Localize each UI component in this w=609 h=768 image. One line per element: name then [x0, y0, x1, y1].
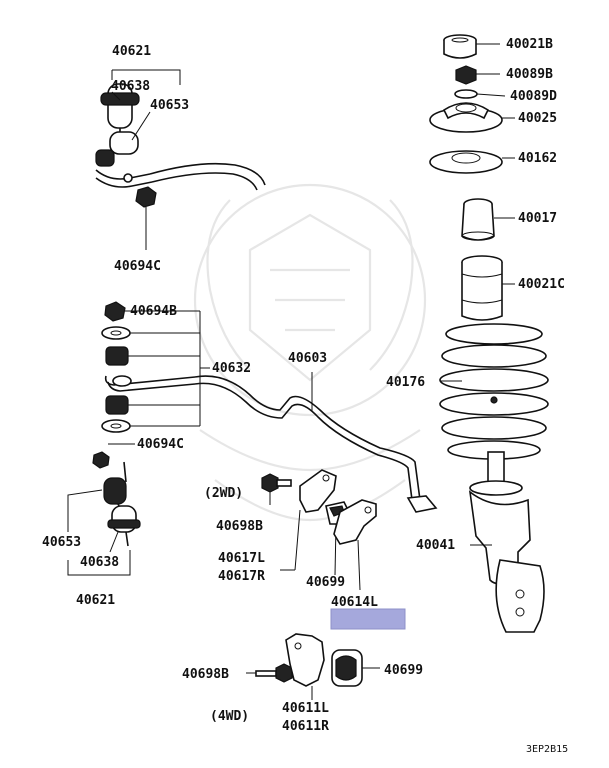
label-40638-top: 40638 — [111, 79, 150, 94]
label-40698b-top: 40698B — [216, 519, 263, 534]
label-40017: 40017 — [518, 211, 557, 226]
label-40653-bot: 40653 — [42, 535, 81, 550]
watermark-emblem — [193, 183, 427, 522]
stabilizer-link-upper-assembly — [95, 83, 266, 191]
strut-40041 — [468, 451, 545, 633]
label-40617r: 40617R — [218, 569, 265, 584]
label-40021c: 40021C — [518, 277, 565, 292]
bracket-40611 — [285, 633, 325, 700]
nut-40694b — [104, 301, 126, 322]
boot-40021c — [461, 255, 515, 321]
highlight-box — [330, 608, 406, 630]
label-40632: 40632 — [212, 361, 251, 376]
label-40653-top: 40653 — [150, 98, 189, 113]
bushing-upper — [105, 346, 129, 366]
nut-40694c-lower — [92, 451, 110, 469]
label-40603: 40603 — [288, 351, 327, 366]
label-40617l: 40617L — [218, 551, 265, 566]
washer-40089d — [454, 89, 506, 99]
stabilizer-link-lower-assembly — [103, 461, 141, 547]
label-40089d: 40089D — [510, 89, 557, 104]
label-40698b-bot: 40698B — [182, 667, 229, 682]
bumper-40017 — [461, 198, 515, 241]
label-2wd: (2WD) — [204, 486, 243, 501]
label-40699-bot: 40699 — [384, 663, 423, 678]
label-40614l: 40614L — [331, 595, 378, 610]
bracket-40617 — [280, 469, 337, 571]
leader-40638-top — [111, 91, 121, 101]
stabilizer-bar-40603 — [194, 375, 438, 513]
label-4wd: (4WD) — [210, 709, 249, 724]
leader-40638-bot — [109, 531, 119, 553]
label-40694c-top: 40694C — [114, 259, 161, 274]
bushing-40699-lower — [331, 649, 380, 687]
nut-40089b — [455, 65, 500, 85]
label-40176: 40176 — [386, 375, 425, 390]
washer-lower — [101, 419, 131, 433]
reference-code: 3EP2B15 — [526, 744, 568, 755]
label-40611l: 40611L — [282, 701, 329, 716]
label-40694c-mid: 40694C — [137, 437, 184, 452]
label-40621-top: 40621 — [112, 44, 151, 59]
stabilizer-bar-end — [104, 375, 196, 392]
label-40021b: 40021B — [506, 37, 553, 52]
label-40638-bot: 40638 — [80, 555, 119, 570]
washer-upper — [101, 326, 131, 340]
label-40694b: 40694B — [130, 304, 177, 319]
leader-40653-top — [131, 111, 151, 141]
coil-spring-40176 — [439, 323, 549, 460]
bolt-40698b-lower — [255, 663, 293, 683]
mount-40025 — [429, 102, 515, 133]
bracket-40621-bot — [67, 550, 131, 576]
bushing-lower — [105, 395, 129, 415]
label-40162: 40162 — [518, 151, 557, 166]
label-40089b: 40089B — [506, 67, 553, 82]
leader-40653-bot — [67, 489, 103, 532]
label-40699-top: 40699 — [306, 575, 345, 590]
bolt-40698b-upper — [261, 473, 292, 505]
nut-40694c-upper — [135, 186, 157, 250]
label-40041: 40041 — [416, 538, 455, 553]
label-40611r: 40611R — [282, 719, 329, 734]
label-40621-bot: 40621 — [76, 593, 115, 608]
bracket-40621-top — [111, 69, 181, 85]
seat-40162 — [429, 150, 515, 174]
cap-40021b — [443, 34, 500, 59]
bracket-40632 — [125, 310, 201, 427]
bracket-40614 — [333, 499, 377, 591]
label-40025: 40025 — [518, 111, 557, 126]
